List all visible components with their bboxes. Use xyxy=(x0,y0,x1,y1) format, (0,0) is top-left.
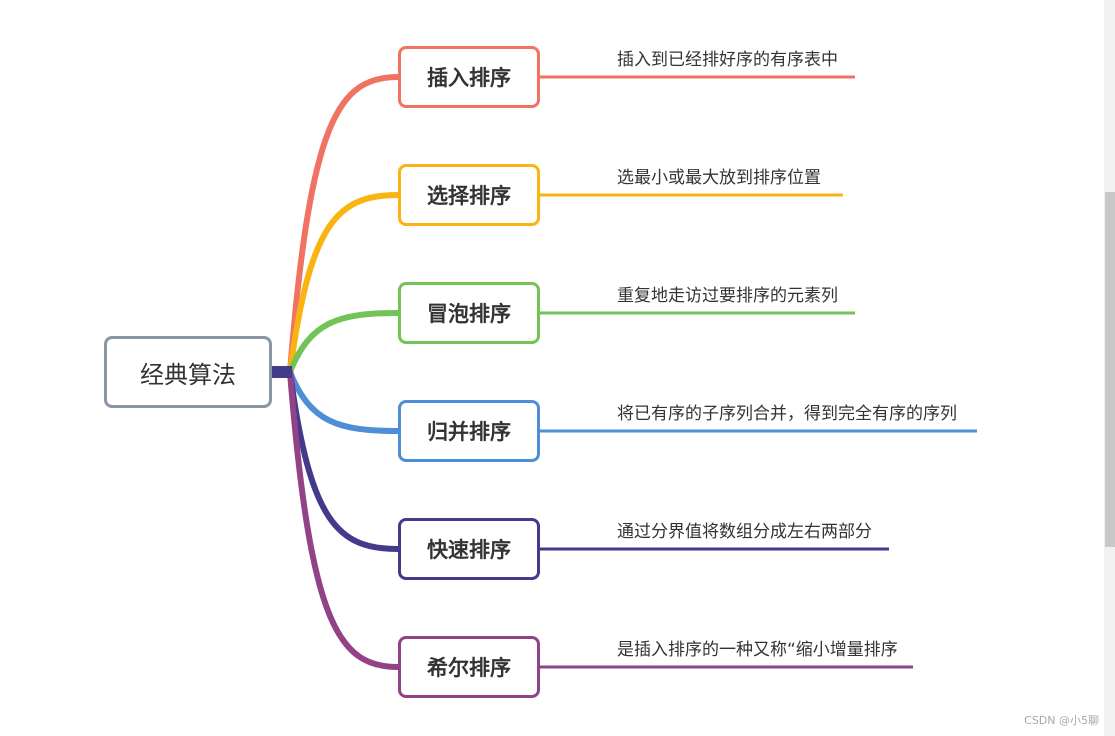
branch-node-4[interactable]: 归并排序 xyxy=(398,400,540,462)
root-connector-stub xyxy=(272,366,292,378)
branch-node-5[interactable]: 快速排序 xyxy=(398,518,540,580)
watermark: CSDN @小5聊 xyxy=(1024,714,1099,727)
scrollbar-thumb[interactable] xyxy=(1105,192,1115,547)
branch-description: 插入到已经排好序的有序表中 xyxy=(617,50,838,70)
branch-node-3[interactable]: 冒泡排序 xyxy=(398,282,540,344)
branch-connector xyxy=(287,310,401,375)
branch-node-2[interactable]: 选择排序 xyxy=(398,164,540,226)
root-node-label: 经典算法 xyxy=(140,360,236,389)
branch-description: 通过分界值将数组分成左右两部分 xyxy=(617,522,872,542)
branch-label: 快速排序 xyxy=(427,538,511,562)
branch-connector xyxy=(287,192,401,375)
branch-label: 冒泡排序 xyxy=(427,302,511,326)
branch-connector xyxy=(287,369,401,670)
branch-node-1[interactable]: 插入排序 xyxy=(398,46,540,108)
branch-connector xyxy=(287,369,401,552)
branch-label: 选择排序 xyxy=(427,184,511,208)
branch-description: 重复地走访过要排序的元素列 xyxy=(617,286,838,306)
branch-label: 插入排序 xyxy=(427,66,511,90)
branch-description: 选最小或最大放到排序位置 xyxy=(617,168,821,188)
branch-node-6[interactable]: 希尔排序 xyxy=(398,636,540,698)
branch-description: 将已有序的子序列合并，得到完全有序的序列 xyxy=(617,404,957,424)
branch-label: 归并排序 xyxy=(427,420,511,444)
branch-description: 是插入排序的一种又称“缩小增量排序 xyxy=(617,640,898,660)
root-node[interactable]: 经典算法 xyxy=(104,336,272,408)
branch-label: 希尔排序 xyxy=(427,656,511,680)
branch-connector xyxy=(287,369,401,434)
branch-connector xyxy=(287,74,401,375)
